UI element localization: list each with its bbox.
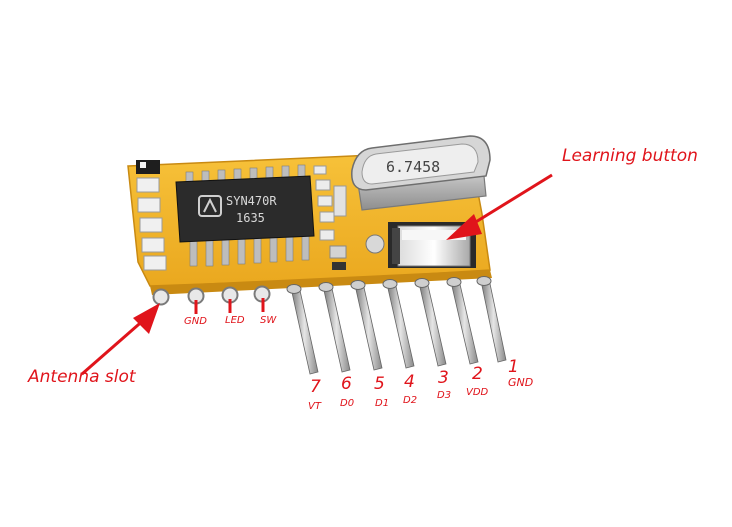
- pad-label-led: LED: [225, 315, 245, 326]
- learning-button-arrow: [446, 173, 553, 240]
- chip-marking-line1: SYN470R: [226, 194, 277, 208]
- smd-components: [313, 165, 347, 270]
- pin-4: [382, 279, 415, 369]
- pin-number: 6: [341, 374, 352, 394]
- pad-label-sw: SW: [260, 315, 277, 326]
- ic-chip: SYN470R 1635: [175, 164, 315, 267]
- pin-number: 3: [438, 368, 449, 388]
- pad-markers: [194, 298, 265, 314]
- pin-1: [476, 276, 507, 363]
- pin-name: VDD: [466, 387, 489, 398]
- smd-resistor-column: [136, 160, 167, 271]
- pin-2: [446, 277, 479, 365]
- crystal-marking: 6.7458: [386, 158, 440, 176]
- pin-number: 2: [472, 364, 483, 384]
- pin-6: [318, 282, 351, 373]
- crystal-oscillator: 6.7458: [351, 135, 491, 211]
- pin-number: 5: [374, 374, 385, 394]
- pin-number: 4: [404, 372, 415, 392]
- pin-name: D1: [375, 398, 390, 409]
- chip-marking-line2: 1635: [236, 211, 265, 225]
- header-pins: [286, 276, 507, 375]
- pin-5: [350, 280, 383, 371]
- pin-name: GND: [508, 376, 534, 389]
- pad-label-gnd: GND: [184, 316, 207, 327]
- antenna-slot-arrow: [81, 303, 160, 376]
- pin-3: [414, 278, 447, 367]
- pin-number: 1: [508, 357, 519, 377]
- pin-7: [286, 284, 319, 375]
- antenna-slot-label: Antenna slot: [28, 367, 136, 387]
- pin-number: 7: [310, 377, 321, 397]
- learning-button-label: Learning button: [562, 146, 698, 166]
- pin-name: D3: [437, 390, 452, 401]
- pin-name: D0: [340, 398, 355, 409]
- pin-name: VT: [308, 401, 321, 412]
- antenna-pad: [152, 288, 170, 306]
- pin-name: D2: [403, 395, 418, 406]
- chip-logo-icon: [198, 195, 222, 217]
